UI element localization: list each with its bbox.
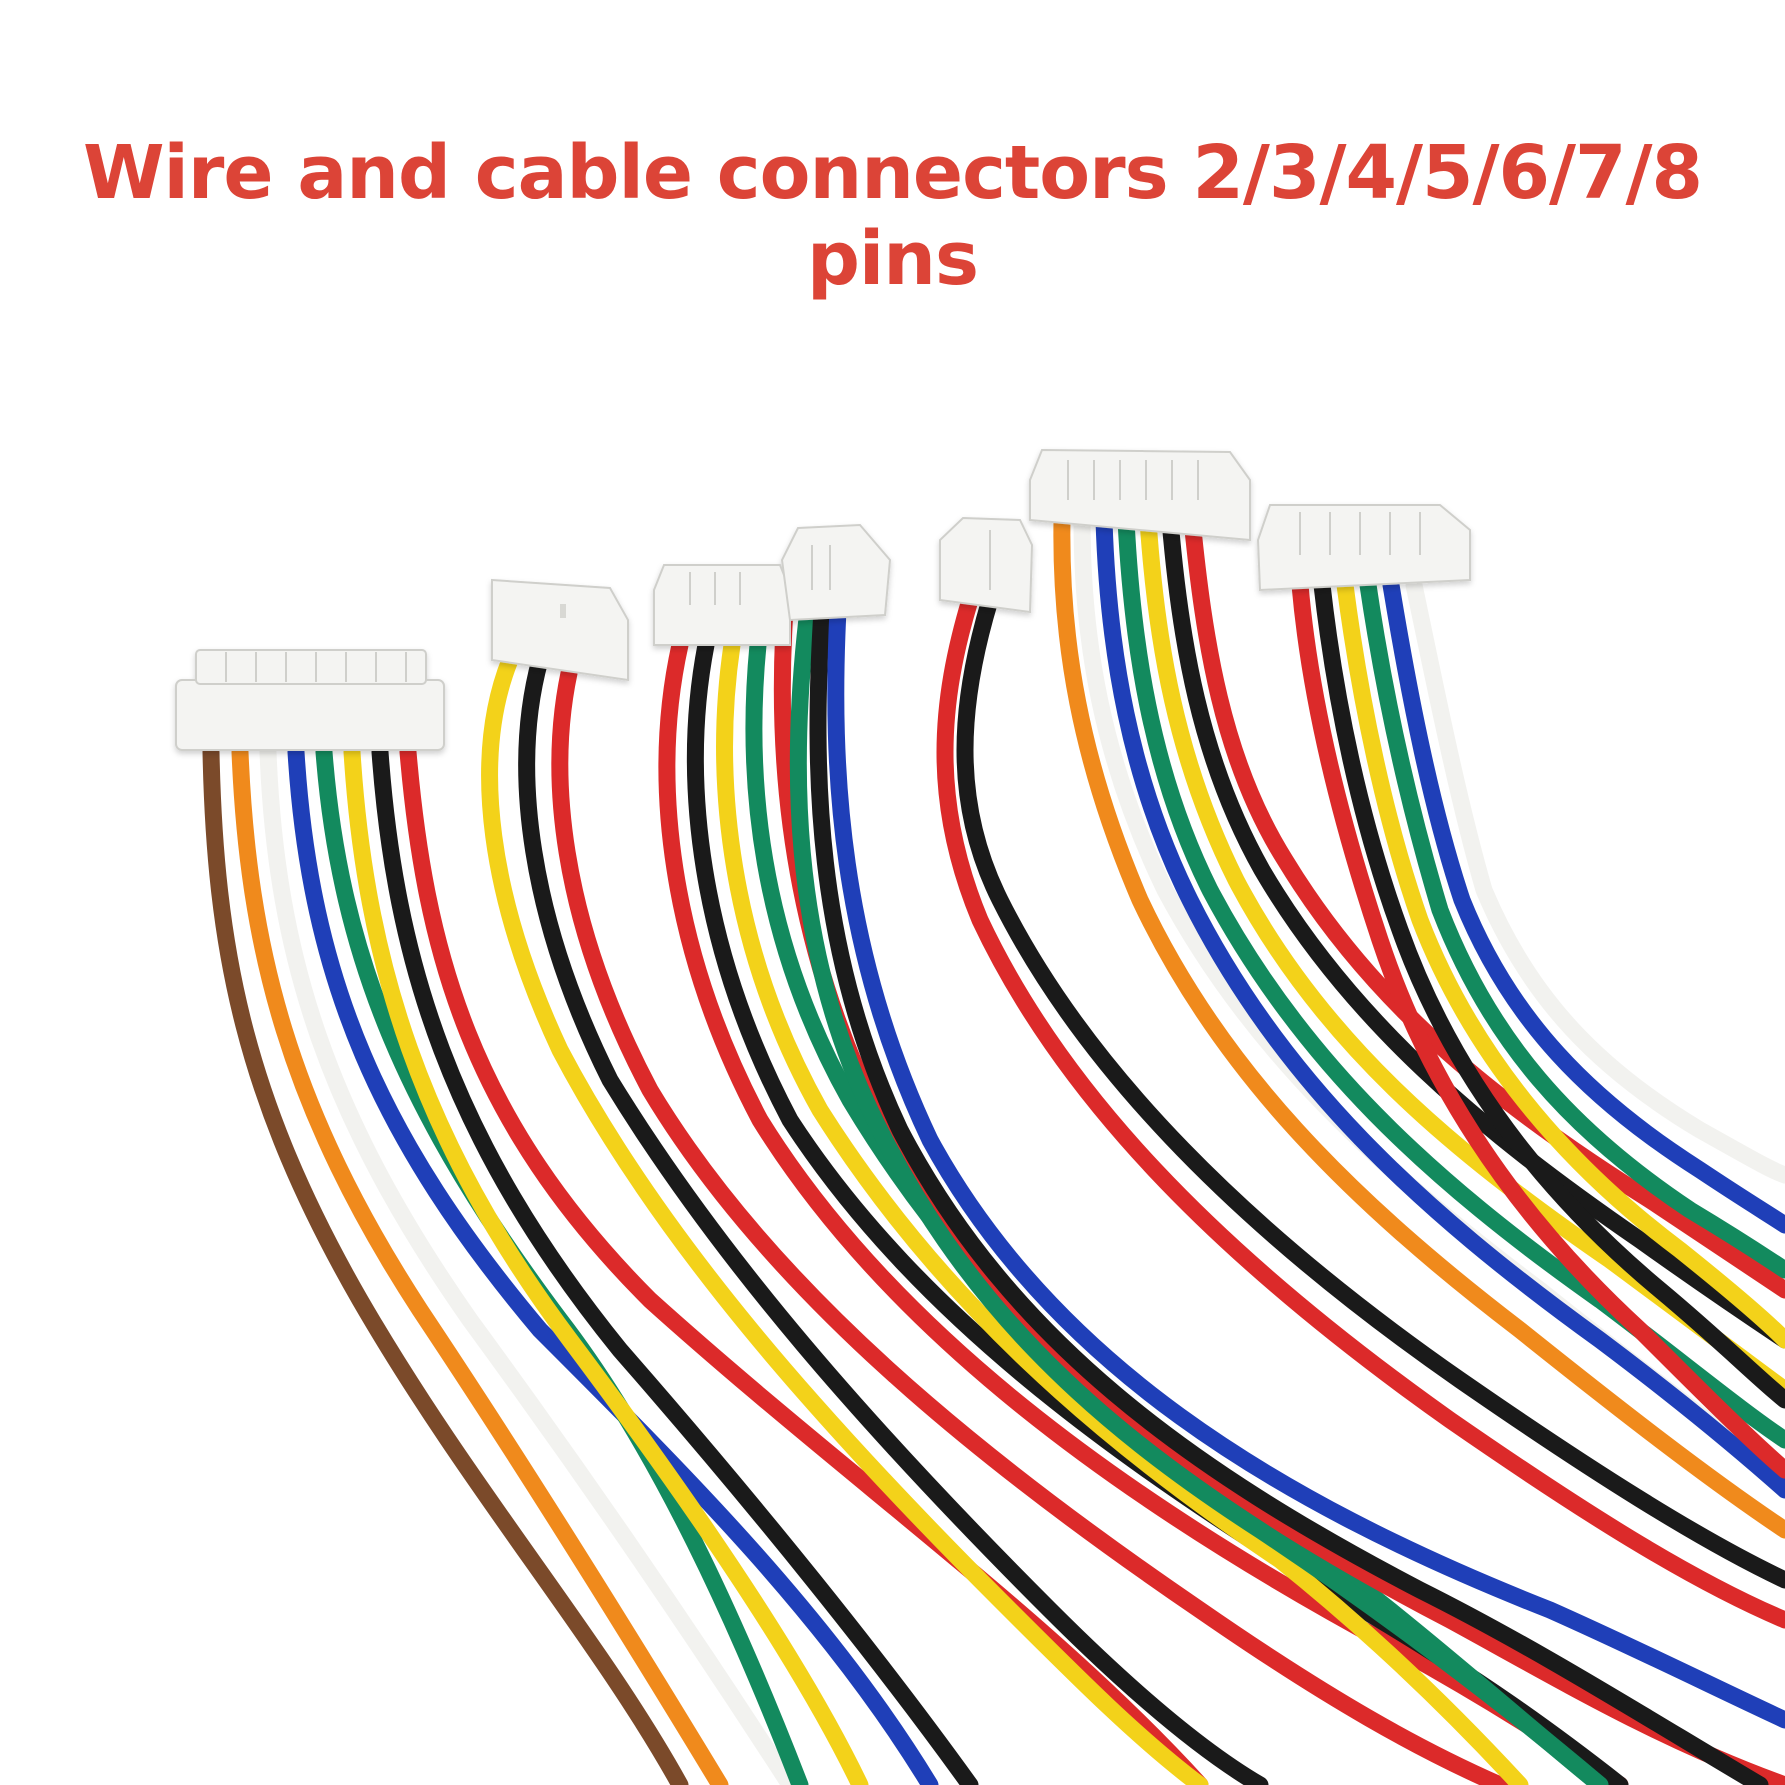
connector-4pin-a [653, 564, 791, 646]
connector-8pin-left [175, 649, 445, 751]
connector-6pin-right [1256, 504, 1471, 592]
connector-3pin [491, 578, 629, 682]
harness-6pin-right [1291, 576, 1785, 1479]
harness-4pin-b [773, 601, 1785, 1785]
product-headline: Wire and cable connectors 2/3/4/5/6/7/8 … [82, 130, 1703, 302]
harness-3pin [481, 651, 1509, 1785]
connector-4pin-b [780, 523, 892, 622]
harness-2pin [936, 591, 1785, 1629]
connector-7pin [1029, 448, 1251, 542]
connector-2pin [939, 516, 1034, 614]
